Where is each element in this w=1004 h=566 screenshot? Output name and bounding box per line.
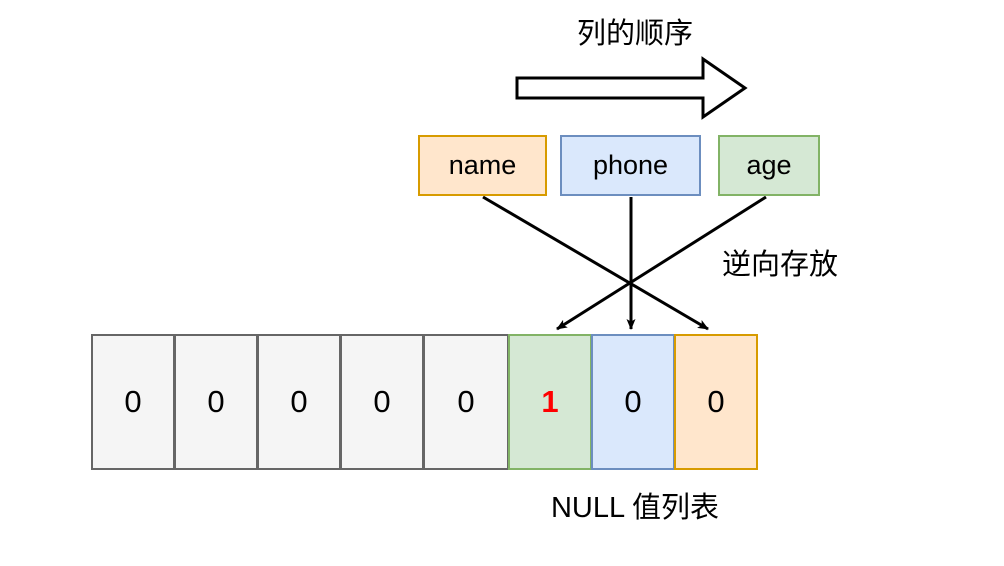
mapping-arrow-name	[482, 195, 709, 331]
column-order-block-arrow	[515, 56, 748, 120]
mapping-arrow-age	[556, 195, 767, 331]
